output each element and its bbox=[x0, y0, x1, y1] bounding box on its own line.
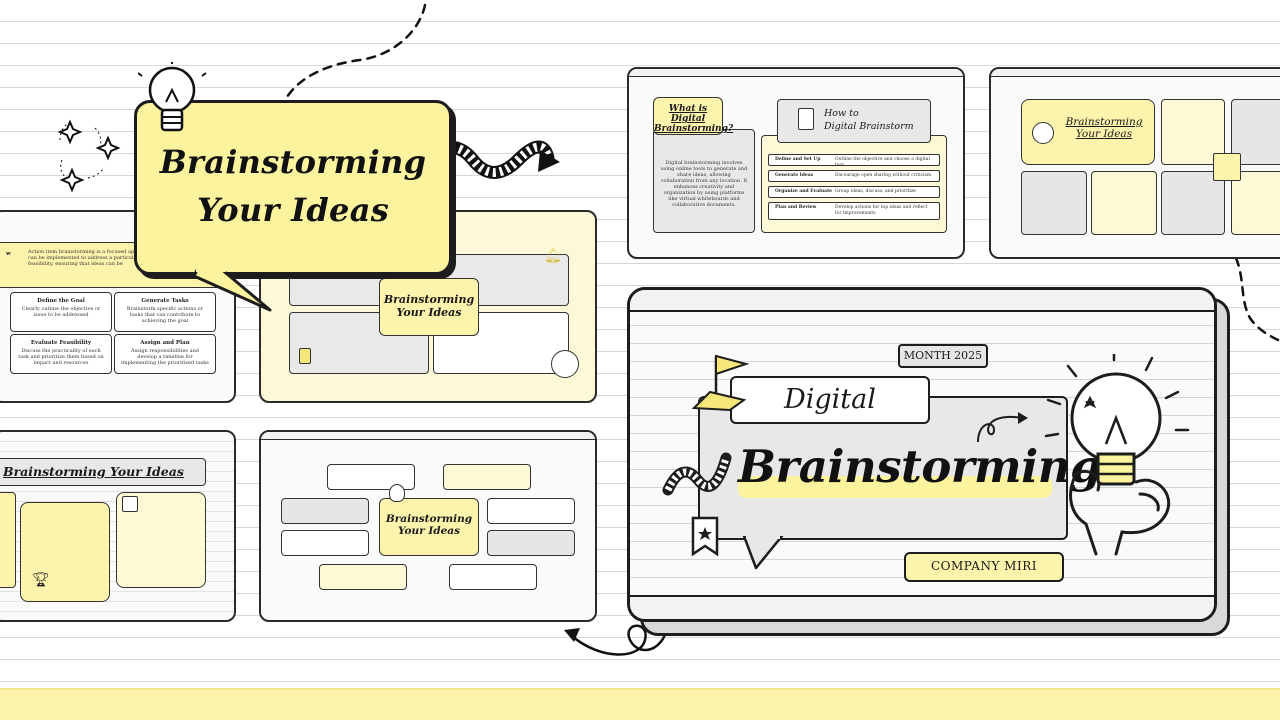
digital-word: Digital bbox=[784, 384, 876, 415]
intro-body: Digital brainstorming involves using onl… bbox=[660, 160, 748, 208]
faces-icon bbox=[1032, 122, 1054, 144]
mm-box-4 bbox=[487, 498, 575, 524]
what-line1: What is Digital bbox=[668, 104, 708, 124]
bl-note-left bbox=[0, 492, 16, 588]
grid-bubble-line2: Your Ideas bbox=[1075, 128, 1133, 140]
header-text: Brainstorming Your Ideas bbox=[3, 464, 184, 479]
cell-title: Define the Goal bbox=[37, 298, 85, 304]
grid-bubble: Brainstorming Your Ideas bbox=[1021, 99, 1155, 165]
row-text: Develop actions for top ideas and reflec… bbox=[835, 205, 928, 216]
intro-text: Action item brainstorming is a focused a… bbox=[28, 249, 219, 267]
row-label: Generate Ideas bbox=[775, 173, 814, 178]
howto-line1: How to bbox=[824, 108, 859, 119]
slide-idea-grid[interactable]: Brainstorming Your Ideas bbox=[989, 67, 1280, 259]
cell-text: Assign responsibilities and develop a ti… bbox=[121, 348, 209, 366]
grid-square-note bbox=[1213, 153, 1241, 181]
mm-center-bubble: Brainstorming Your Ideas bbox=[379, 498, 479, 556]
row-text: Outline the objective and choose a digit… bbox=[835, 157, 930, 168]
row-text: Group ideas, discuss, and prioritize bbox=[835, 189, 916, 194]
speech-circle-icon bbox=[551, 350, 579, 378]
grid-cell-5 bbox=[1161, 171, 1225, 235]
lightbulb-icon bbox=[138, 62, 207, 132]
intro-panel: Digital brainstorming involves using onl… bbox=[653, 129, 755, 233]
bubble-line2: Your Ideas bbox=[396, 306, 462, 319]
grid-cell-6 bbox=[1231, 171, 1280, 235]
title-bubble: Brainstorming Your Ideas bbox=[134, 100, 452, 275]
row-label: Organize and Evaluate bbox=[775, 189, 833, 194]
row-text: Encourage open sharing without criticism bbox=[835, 173, 932, 178]
ribbon-icon bbox=[662, 452, 732, 496]
bubble-line1: Brainstorming bbox=[385, 513, 473, 525]
main-slide[interactable]: MONTH 2025 Digital Brainstorming COMPANY… bbox=[627, 287, 1217, 622]
what-line2: Brainstorming? bbox=[654, 124, 734, 134]
slide-brainstorm-boxes[interactable]: Brainstorming Your Ideas 🔔︎ bbox=[259, 210, 597, 403]
grid-bubble-line1: Brainstorming bbox=[1065, 116, 1143, 128]
slide-mindmap[interactable]: Brainstorming Your Ideas bbox=[259, 430, 597, 622]
bubble-line2: Your Ideas bbox=[397, 525, 461, 537]
cell-title: Generate Tasks bbox=[141, 298, 189, 304]
main-topbar bbox=[630, 290, 1214, 312]
cell-define-goal: Define the Goal Clearly outline the obje… bbox=[10, 292, 112, 332]
howto-panel: Define and Set Up Outline the objective … bbox=[761, 135, 947, 233]
flag-icon bbox=[691, 354, 750, 412]
main-panel-tail bbox=[742, 536, 784, 570]
book-icon bbox=[798, 108, 814, 130]
intro-label: w bbox=[6, 251, 11, 257]
slide-action-items[interactable]: w Action item brainstorming is a focused… bbox=[0, 210, 236, 403]
howto-row-2: Organize and Evaluate Group ideas, discu… bbox=[768, 186, 940, 198]
row-label: Define and Set Up bbox=[775, 157, 821, 162]
curly-arrow-icon bbox=[977, 412, 1028, 443]
slide-digital-intro[interactable]: Digital brainstorming involves using onl… bbox=[627, 67, 965, 259]
title-bubble-tail bbox=[192, 266, 272, 312]
bubble-line1: Brainstorming bbox=[383, 293, 475, 306]
mm-box-2 bbox=[443, 464, 531, 490]
month-tag: MONTH 2025 bbox=[898, 344, 988, 368]
row-label: Plan and Review bbox=[775, 205, 817, 210]
howto-row-1: Generate Ideas Encourage open sharing wi… bbox=[768, 170, 940, 182]
mm-box-3 bbox=[281, 498, 369, 524]
title-line1: Brainstorming bbox=[159, 143, 427, 181]
cell-title: Evaluate Feasibility bbox=[30, 340, 92, 346]
what-bubble: What is Digital Brainstorming? bbox=[653, 97, 734, 135]
month-text: MONTH 2025 bbox=[903, 349, 983, 362]
highlight-stroke bbox=[738, 476, 1052, 498]
mm-lightbulb-icon bbox=[389, 484, 405, 502]
grid-cell-3 bbox=[1021, 171, 1087, 235]
howto-header: How to Digital Brainstorm bbox=[777, 99, 931, 143]
cell-evaluate-feasibility: Evaluate Feasibility Discuss the practic… bbox=[10, 334, 112, 374]
mm-box-7 bbox=[319, 564, 407, 590]
hand-lightbulb-icon bbox=[1044, 354, 1190, 556]
center-bubble: Brainstorming Your Ideas bbox=[379, 278, 479, 336]
title-line2: Your Ideas bbox=[196, 191, 390, 229]
brainstorming-word: Brainstorming bbox=[738, 440, 1101, 493]
header-bar: Brainstorming Your Ideas bbox=[0, 458, 206, 486]
howto-line2: Digital Brainstorm bbox=[824, 121, 914, 132]
mm-box-8 bbox=[449, 564, 537, 590]
digital-label-box: Digital bbox=[730, 376, 930, 424]
cell-generate-tasks: Generate Tasks Brainstorm specific actio… bbox=[114, 292, 216, 332]
company-text: COMPANY MIRI bbox=[931, 559, 1037, 573]
cell-text: Clearly outline the objective or issue t… bbox=[21, 306, 101, 318]
note-icon bbox=[299, 348, 311, 364]
howto-row-3: Plan and Review Develop actions for top … bbox=[768, 202, 940, 220]
company-tag: COMPANY MIRI bbox=[904, 552, 1064, 582]
mm-box-5 bbox=[281, 530, 369, 556]
bl-note-center bbox=[20, 502, 110, 602]
calendar-icon bbox=[122, 496, 138, 512]
cell-text: Discuss the practicality of each task an… bbox=[18, 348, 104, 366]
howto-row-0: Define and Set Up Outline the objective … bbox=[768, 154, 940, 168]
trophy-icon: 🏆︎ bbox=[32, 572, 50, 588]
mm-box-6 bbox=[487, 530, 575, 556]
bell-icon: 🔔︎ bbox=[544, 248, 562, 264]
main-bottombar bbox=[630, 595, 1214, 619]
cell-title: Assign and Plan bbox=[140, 340, 190, 346]
grid-cell-4 bbox=[1091, 171, 1157, 235]
slide-bl-notes[interactable]: Brainstorming Your Ideas 🏆︎ bbox=[0, 430, 236, 622]
cell-text: Brainstorm specific actions or tasks tha… bbox=[126, 306, 204, 324]
bookmark-star-icon bbox=[691, 516, 719, 557]
bottom-yellow-strip bbox=[0, 688, 1280, 720]
cell-assign-plan: Assign and Plan Assign responsibilities … bbox=[114, 334, 216, 374]
